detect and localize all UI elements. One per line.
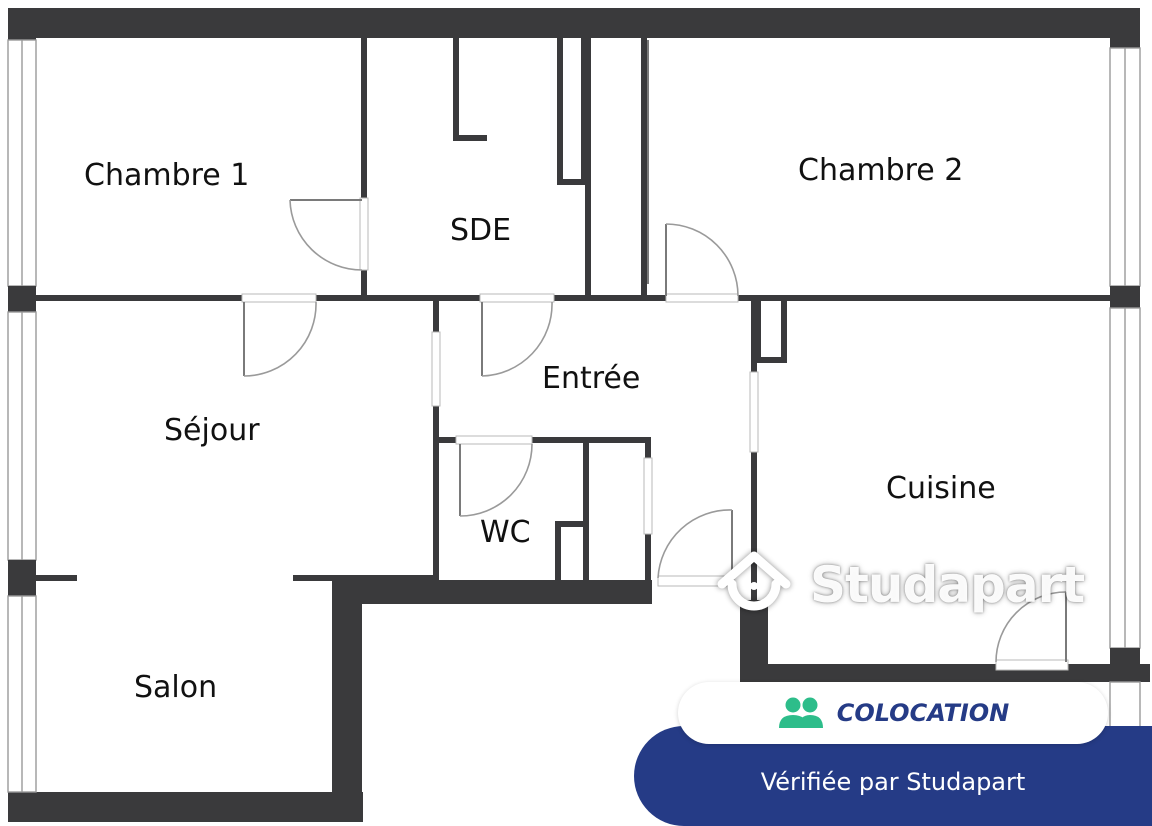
- room-label-cuisine: Cuisine: [886, 471, 996, 506]
- interior-walls: [33, 35, 1113, 603]
- studapart-house-smile-icon: [717, 551, 791, 611]
- room-label-entree: Entrée: [542, 361, 640, 396]
- room-label-chambre-1: Chambre 1: [84, 158, 249, 193]
- left-windows: [7, 39, 37, 793]
- room-label-chambre-2: Chambre 2: [798, 153, 963, 188]
- room-label-wc: WC: [480, 515, 531, 550]
- room-label-salon: Salon: [134, 670, 217, 705]
- room-label-sejour: Séjour: [164, 413, 260, 448]
- door-openings: [241, 197, 1069, 671]
- studapart-watermark: Studapart: [712, 548, 1092, 628]
- doors: [243, 40, 1067, 663]
- verified-label: Vérifiée par Studapart: [760, 768, 1026, 796]
- studapart-watermark-text: Studapart: [810, 556, 1085, 614]
- colocation-label: COLOCATION: [836, 699, 1010, 727]
- room-label-sde: SDE: [450, 213, 511, 248]
- users-icon: [778, 697, 823, 728]
- colocation-badge[interactable]: COLOCATION: [678, 682, 1108, 744]
- right-windows: [1109, 47, 1141, 743]
